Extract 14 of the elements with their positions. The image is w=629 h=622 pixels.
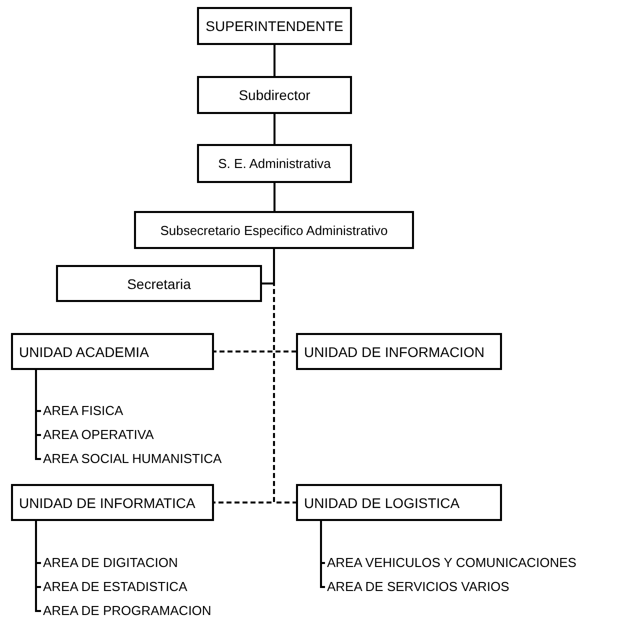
org-box: UNIDAD ACADEMIA bbox=[11, 333, 214, 370]
org-box: S. E. Administrativa bbox=[197, 144, 352, 183]
connector-line bbox=[320, 521, 325, 588]
connector-line bbox=[274, 114, 276, 144]
org-box: UNIDAD DE INFORMATICA bbox=[11, 484, 214, 521]
org-box: UNIDAD DE INFORMACION bbox=[296, 333, 502, 370]
org-box: SUPERINTENDENTE bbox=[197, 7, 352, 45]
org-box: UNIDAD DE LOGISTICA bbox=[296, 484, 502, 521]
org-box: Secretaria bbox=[56, 265, 262, 302]
org-box: Subsecretario Especifico Administrativo bbox=[134, 211, 414, 249]
connector-line bbox=[274, 183, 276, 211]
connector-line bbox=[262, 249, 275, 284]
org-box: Subdirector bbox=[197, 76, 352, 114]
connector-line bbox=[274, 45, 276, 76]
